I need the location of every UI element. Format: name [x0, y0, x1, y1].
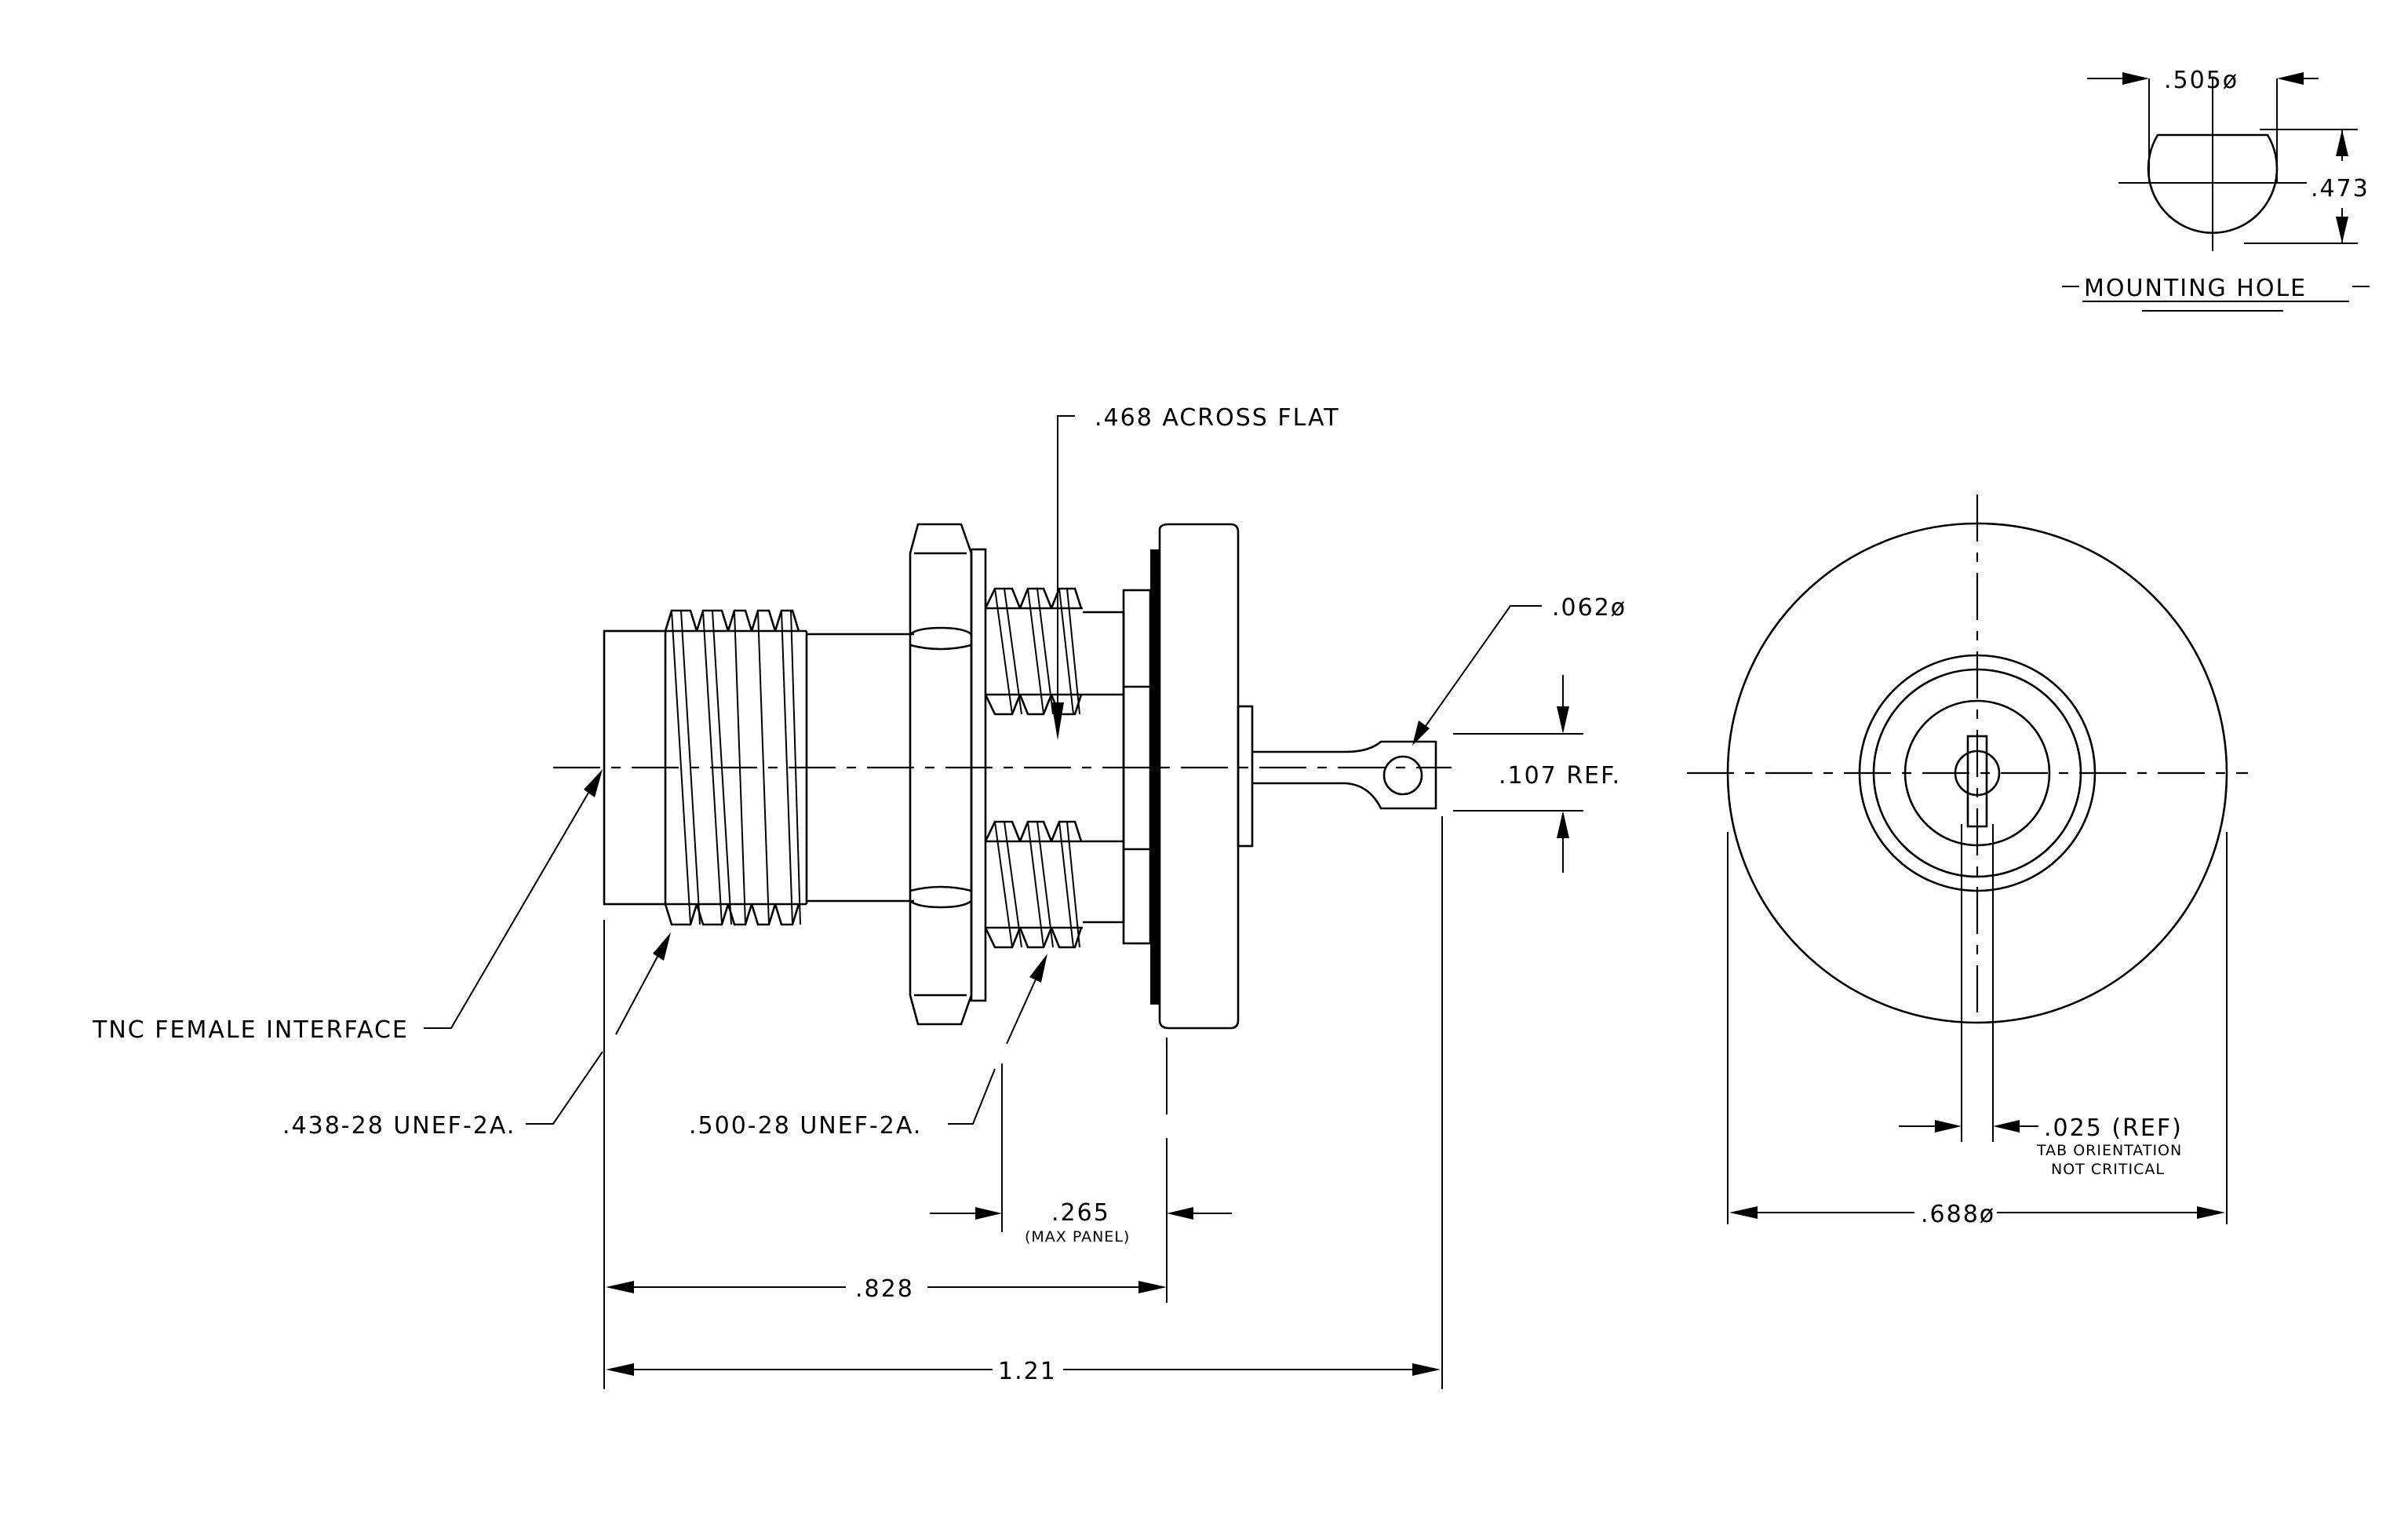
mounting-hole-view: .505ø .473 MOUNTING HOLE: [2062, 67, 2370, 312]
end-view: .025 (REF) TAB ORIENTATION NOT CRITICAL …: [1687, 494, 2248, 1228]
side-view: .468 ACROSS FLAT .062ø .107 REF. TNC FEM…: [92, 404, 1627, 1389]
gasket: [1150, 549, 1160, 1005]
panel-note-label: (MAX PANEL): [1025, 1228, 1130, 1246]
lock-washer: [970, 548, 987, 1002]
flange-diameter-label: .688ø: [1921, 1201, 1995, 1228]
pin-offset-label: .107 REF.: [1499, 762, 1621, 790]
rear-thread-label: .500-28 UNEF-2A.: [689, 1112, 922, 1140]
tab-note-2: NOT CRITICAL: [2051, 1161, 2165, 1178]
interface-label: TNC FEMALE INTERFACE: [92, 1016, 409, 1044]
solder-tab: [1252, 740, 1437, 810]
rear-flange: [1158, 523, 1240, 1030]
mounting-hole-title: MOUNTING HOLE: [2084, 275, 2307, 302]
front-sleeve: [603, 629, 667, 906]
body-length-label: .828: [855, 1275, 914, 1303]
tab-width-label: .025 (REF): [2044, 1114, 2183, 1142]
overall-length-label: 1.21: [998, 1358, 1057, 1385]
tab-note-1: TAB ORIENTATION: [2036, 1142, 2182, 1159]
pin-diameter-label: .062ø: [1552, 594, 1627, 622]
front-thread: [664, 609, 808, 926]
hex-nut: [909, 523, 973, 1026]
front-thread-label: .438-28 UNEF-2A.: [282, 1112, 515, 1140]
rear-thread: [984, 587, 1083, 949]
across-flat-label: .468 ACROSS FLAT: [1095, 404, 1340, 432]
mounting-hole-diameter-label: .505ø: [2164, 67, 2239, 94]
mounting-hole-flat-label: .473: [2311, 175, 2370, 202]
panel-dim-label: .265: [1051, 1199, 1110, 1227]
